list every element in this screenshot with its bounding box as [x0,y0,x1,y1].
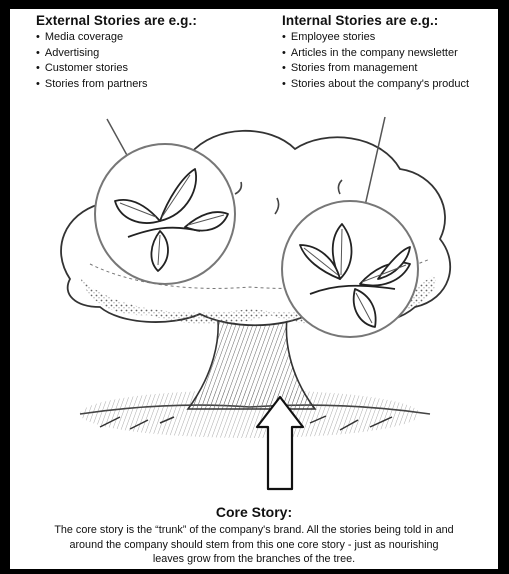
core-story-text: The core story is the “trunk” of the com… [54,523,454,567]
core-story-section: Core Story: The core story is the “trunk… [10,504,498,567]
tree-illustration [10,9,498,509]
core-story-title: Core Story: [10,504,498,520]
external-pointer-line [107,119,128,157]
diagram-frame: External Stories are e.g.: Media coverag… [10,9,498,569]
external-leaf-circle [95,144,235,284]
internal-leaf-circle [282,201,418,337]
